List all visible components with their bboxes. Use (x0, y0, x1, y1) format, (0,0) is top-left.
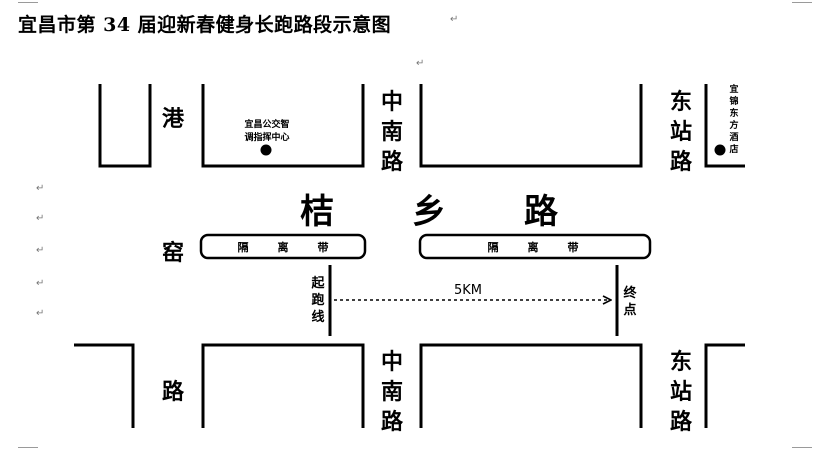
median-char: 带 (567, 241, 579, 254)
right-road-label-bottom: 东 站 路 (669, 350, 692, 435)
block-top-far-left (98, 84, 152, 168)
corner-mark (18, 447, 38, 448)
main-road-char: 乡 (412, 192, 446, 232)
paragraph-mark: ↵ (450, 14, 459, 25)
distance-label: 5KM (454, 283, 483, 298)
corner-mark (18, 2, 38, 3)
block-bottom-left (201, 343, 365, 428)
paragraph-mark: ↵ (416, 58, 425, 69)
paragraph-mark: ↵ (36, 213, 45, 224)
corner-mark (792, 2, 812, 3)
block-top-left (201, 84, 365, 168)
map-title: 宜昌市第 34 届迎新春健身长跑路段示意图 (18, 14, 392, 36)
block-bottom-right (419, 343, 643, 428)
left-road-label-bottom: 路 (162, 380, 185, 405)
center-road-label-bottom: 中 南 路 (380, 350, 403, 435)
main-road-char: 桔 (300, 192, 334, 232)
hotel-marker (714, 144, 726, 156)
block-top-far-right (704, 84, 745, 168)
block-bottom-far-right (704, 343, 745, 428)
block-bottom-far-left (74, 343, 135, 428)
paragraph-mark: ↵ (36, 183, 45, 194)
hotel-label: 宜 锦 东 方 酒 店 (729, 85, 739, 155)
block-top-right (419, 84, 643, 168)
median-strip-right (418, 233, 652, 260)
center-road-label-top: 中 南 路 (380, 90, 403, 175)
right-road-label-top: 东 站 路 (669, 90, 692, 175)
main-road-char: 路 (524, 192, 558, 232)
corner-mark (792, 447, 812, 448)
left-road-label-top: 港 (162, 107, 185, 132)
start-line-label: 起 跑 线 (311, 276, 325, 325)
median-char: 离 (277, 241, 289, 254)
median-strip-left (199, 233, 367, 260)
median-label-left: 隔离带 (223, 239, 343, 255)
left-road-label-mid: 窑 (162, 241, 185, 266)
median-char: 离 (527, 241, 539, 254)
paragraph-mark: ↵ (36, 278, 45, 289)
main-road-label: 桔乡路 (300, 184, 636, 233)
median-label-right: 隔离带 (473, 239, 593, 255)
median-char: 隔 (237, 241, 249, 254)
bus-center-label: 宜昌公交智 调指挥中心 (244, 120, 290, 143)
paragraph-mark: ↵ (36, 308, 45, 319)
finish-label: 终 点 (623, 286, 637, 318)
paragraph-mark: ↵ (36, 245, 45, 256)
median-char: 隔 (487, 241, 499, 254)
median-char: 带 (317, 241, 329, 254)
bus-center-marker (260, 144, 272, 156)
